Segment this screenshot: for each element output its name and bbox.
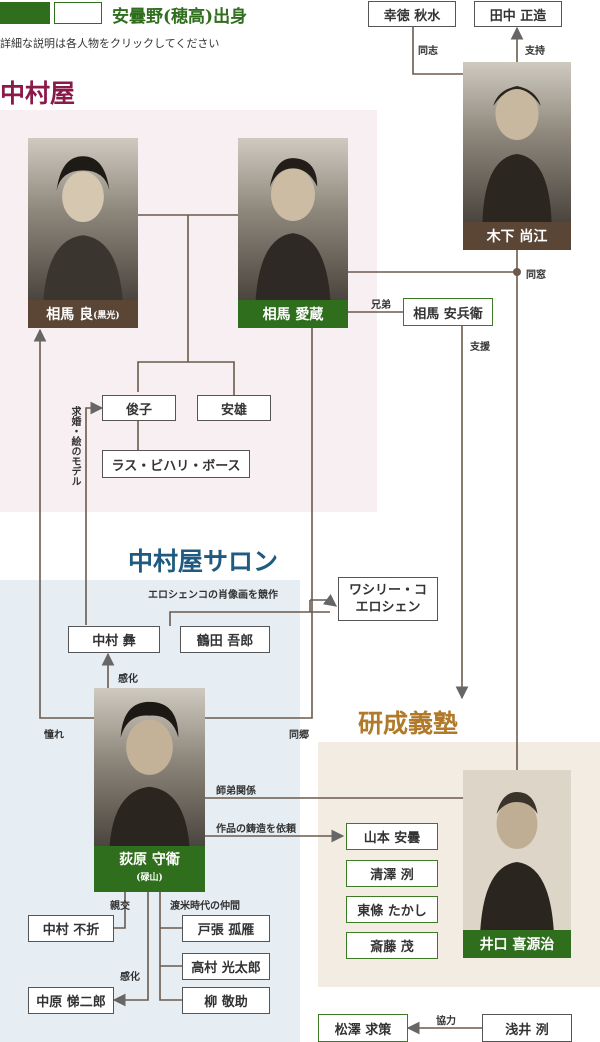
label-dogo: 同郷 (289, 730, 309, 741)
person-rash-behari-bose[interactable]: ラス・ビハリ・ボース (102, 450, 250, 478)
person-matsuzawa-kyusaku[interactable]: 松澤 求策 (318, 1014, 408, 1042)
portrait-soma-ryo (28, 138, 138, 300)
ogiwara-name: 荻原 守衛 (119, 852, 180, 868)
caption-ogiwara: 荻原 守衛 (碌山) (94, 846, 205, 892)
soma-ryo-alias: (黒光) (93, 310, 120, 321)
caption-iguchi: 井口 喜源治 (463, 930, 571, 958)
header-title: 安曇野(穂高)出身 (112, 7, 248, 27)
legend-green-swatch (0, 2, 50, 24)
person-kinoshita-naoe[interactable]: 木下 尚江 (463, 62, 571, 250)
person-yamamoto-azumi[interactable]: 山本 安曇 (346, 823, 438, 850)
person-takamura-kotaro[interactable]: 高村 光太郎 (182, 953, 270, 980)
label-dosou: 同窓 (526, 270, 546, 281)
label-kyodai: 兄弟 (371, 300, 391, 311)
portrait-soma-aizo (238, 138, 348, 300)
person-soma-ryo[interactable]: 相馬 良(黒光) (28, 138, 138, 328)
person-tobari-kogan[interactable]: 戸張 孤雁 (182, 915, 270, 942)
ogiwara-alias: (碌山) (136, 873, 163, 883)
label-shien: 支援 (470, 342, 490, 353)
section-title-salon: 中村屋サロン (128, 547, 279, 576)
eroshenko-name: ワシリー・コ エロシェン (348, 583, 427, 615)
label-shozo: エロシェンコの肖像画を競作 (148, 590, 278, 601)
portrait-kinoshita (463, 62, 571, 222)
label-shinko: 親交 (110, 901, 130, 912)
person-kotoku-shusui[interactable]: 幸徳 秋水 (368, 1, 456, 27)
person-toshiko[interactable]: 俊子 (102, 395, 176, 421)
caption-kinoshita: 木下 尚江 (463, 222, 571, 250)
label-kanka-2: 感化 (120, 972, 140, 983)
label-kyukon: 求婚・絵のモデル (69, 406, 80, 486)
person-nakamura-fusetsu[interactable]: 中村 不折 (28, 915, 114, 942)
header-subtitle: 詳細な説明は各人物をクリックしてください (0, 37, 220, 50)
label-kanka-1: 感化 (118, 674, 138, 685)
legend-outline-swatch (54, 2, 102, 24)
person-vasili-eroshenko[interactable]: ワシリー・コ エロシェン (338, 577, 438, 621)
caption-soma-ryo: 相馬 良(黒光) (28, 300, 138, 328)
label-doshi: 同志 (418, 46, 438, 57)
person-tanaka-shozo[interactable]: 田中 正造 (474, 1, 562, 27)
person-soma-yasubei[interactable]: 相馬 安兵衛 (403, 298, 493, 326)
person-yanagi-keisuke[interactable]: 柳 敬助 (182, 987, 270, 1014)
section-title-kensei: 研成義塾 (358, 709, 459, 738)
section-title-nakamuraya: 中村屋 (0, 79, 76, 108)
portrait-ogiwara (94, 688, 205, 846)
person-asai-kiyoshi[interactable]: 浅井 洌 (482, 1014, 572, 1042)
label-shiji: 支持 (525, 46, 545, 57)
label-tobei: 渡米時代の仲間 (170, 901, 240, 912)
person-tojo-takashi[interactable]: 東條 たかし (346, 896, 438, 923)
label-shitei: 師弟関係 (216, 786, 256, 797)
person-iguchi-kigenji[interactable]: 井口 喜源治 (463, 770, 571, 958)
person-kiyosawa-kiyoshi[interactable]: 清澤 洌 (346, 860, 438, 887)
person-tsuruta-goro[interactable]: 鶴田 吾郎 (180, 626, 270, 653)
person-nakahara-teijiro[interactable]: 中原 悌二郎 (28, 987, 114, 1014)
label-kyoryoku: 協力 (436, 1016, 456, 1027)
person-saito-shigeru[interactable]: 斎藤 茂 (346, 932, 438, 959)
label-akogare: 憧れ (44, 730, 64, 741)
person-nakamura-tsune[interactable]: 中村 彝 (68, 626, 160, 653)
portrait-iguchi (463, 770, 571, 930)
person-yasuo[interactable]: 安雄 (197, 395, 271, 421)
caption-soma-aizo: 相馬 愛蔵 (238, 300, 348, 328)
person-soma-aizo[interactable]: 相馬 愛蔵 (238, 138, 348, 328)
label-chuzo: 作品の鋳造を依頼 (216, 824, 296, 835)
soma-ryo-name: 相馬 良 (46, 307, 94, 323)
person-ogiwara-morie[interactable]: 荻原 守衛 (碌山) (94, 688, 205, 892)
